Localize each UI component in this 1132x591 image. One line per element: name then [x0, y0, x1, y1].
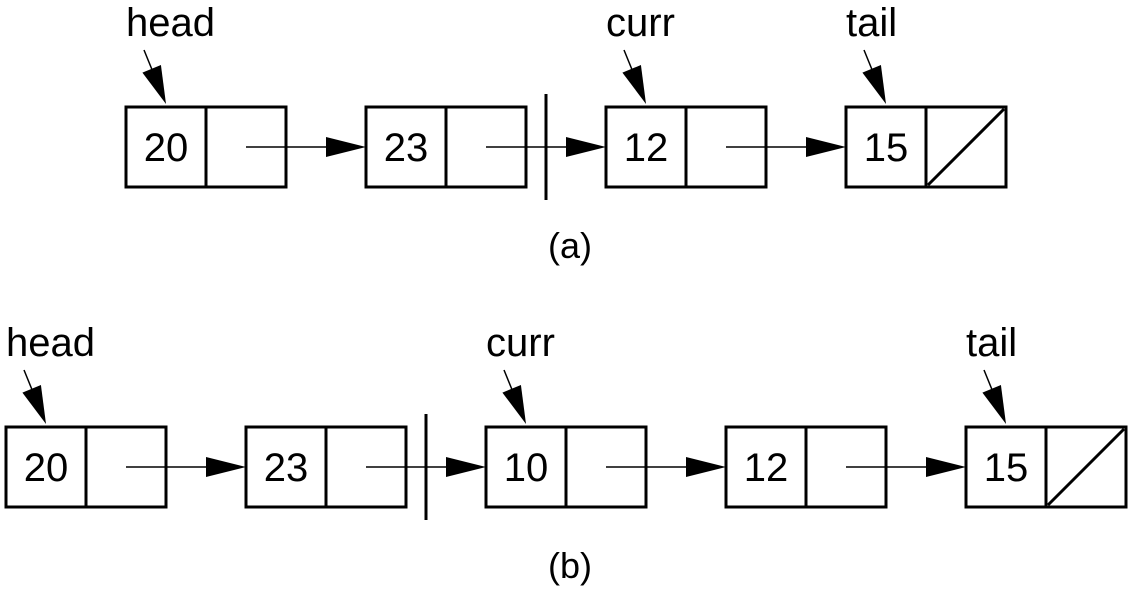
null-slash	[1046, 427, 1126, 507]
next-arrow-head	[206, 457, 246, 477]
list-node: 12	[604, 105, 846, 189]
node-value: 20	[144, 126, 189, 170]
tail-arrow-head	[982, 385, 1006, 424]
list-node: 15	[844, 105, 1008, 189]
curr-label: curr	[606, 1, 675, 45]
head-label: head	[6, 321, 95, 365]
node-value: 20	[24, 446, 69, 490]
tail-pointer-line	[983, 369, 994, 393]
curr-pointer-line	[623, 49, 634, 73]
node-value: 12	[744, 446, 789, 490]
null-slash	[926, 107, 1006, 187]
head-arrow-head	[22, 385, 46, 424]
next-arrow-head	[446, 457, 486, 477]
list-node: 20	[4, 425, 246, 509]
list-diagram-b: 20 23 10 12 15 head curr tail (b)	[4, 321, 1128, 586]
tail-label: tail	[846, 1, 897, 45]
tail-pointer-line	[863, 49, 874, 73]
node-value: 15	[864, 126, 909, 170]
caption: (a)	[548, 225, 592, 266]
curr-arrow-head	[502, 385, 526, 424]
node-value: 12	[624, 126, 669, 170]
next-arrow-head	[806, 137, 846, 157]
tail-label: tail	[966, 321, 1017, 365]
list-node: 23	[364, 105, 606, 189]
tail-arrow-head	[862, 65, 886, 104]
list-node: 12	[724, 425, 966, 509]
caption: (b)	[548, 545, 592, 586]
curr-label: curr	[486, 321, 555, 365]
next-arrow-head	[326, 137, 366, 157]
curr-pointer-line	[503, 369, 514, 393]
list-node: 15	[964, 425, 1128, 509]
curr-pointer: curr	[486, 321, 555, 424]
node-value: 15	[984, 446, 1029, 490]
head-pointer: head	[126, 1, 215, 104]
head-arrow-head	[142, 65, 166, 104]
tail-pointer: tail	[846, 1, 897, 104]
node-value: 23	[264, 446, 309, 490]
list-node: 10	[484, 425, 726, 509]
head-pointer-line	[143, 49, 154, 73]
tail-pointer: tail	[966, 321, 1017, 424]
next-arrow-head	[566, 137, 606, 157]
head-pointer-line	[23, 369, 34, 393]
curr-pointer: curr	[606, 1, 675, 104]
node-value: 10	[504, 446, 549, 490]
list-node: 20	[124, 105, 366, 189]
node-value: 23	[384, 126, 429, 170]
head-pointer: head	[6, 321, 95, 424]
curr-arrow-head	[622, 65, 646, 104]
head-label: head	[126, 1, 215, 45]
list-diagram-a: 20 23 12 15 head curr tail (a)	[124, 1, 1008, 266]
list-node: 23	[244, 425, 486, 509]
next-arrow-head	[686, 457, 726, 477]
next-arrow-head	[926, 457, 966, 477]
